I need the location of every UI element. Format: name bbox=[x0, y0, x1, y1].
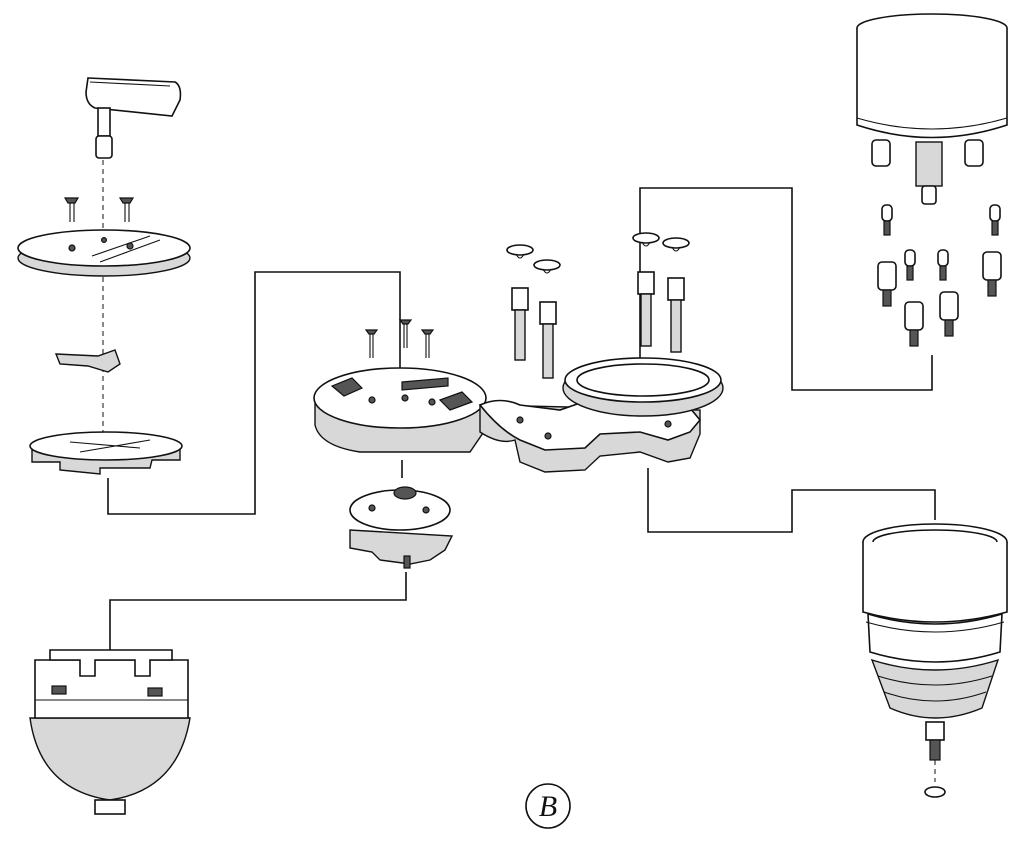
circular-base bbox=[313, 367, 487, 453]
mounting-plate bbox=[17, 229, 191, 277]
gauge-housing-large bbox=[862, 523, 1008, 798]
connector-bracket-to-gauge-top bbox=[639, 187, 933, 391]
connector-pcb-to-bowl bbox=[109, 572, 407, 652]
figure-label: B bbox=[539, 790, 557, 823]
knob-cap bbox=[85, 77, 182, 159]
gauge-ring bbox=[562, 357, 724, 417]
figure-label-badge: B bbox=[525, 783, 571, 829]
connector-lines bbox=[107, 187, 936, 652]
lower-housing-bowl bbox=[29, 649, 191, 815]
screw-pair-top bbox=[63, 197, 135, 222]
connector-pedestal-to-switch-knob-column bbox=[107, 271, 401, 515]
screw-set-centre bbox=[364, 319, 435, 358]
connector-bracket-to-gauge-large bbox=[647, 468, 936, 533]
gauge-bracket bbox=[478, 393, 702, 473]
bolt-set bbox=[506, 232, 690, 379]
gauge-housing-small bbox=[856, 13, 1008, 205]
circuit-connector-block bbox=[349, 486, 454, 569]
switch-pedestal bbox=[29, 431, 183, 475]
bulb-set bbox=[877, 204, 1002, 347]
cam-lever bbox=[54, 349, 121, 373]
